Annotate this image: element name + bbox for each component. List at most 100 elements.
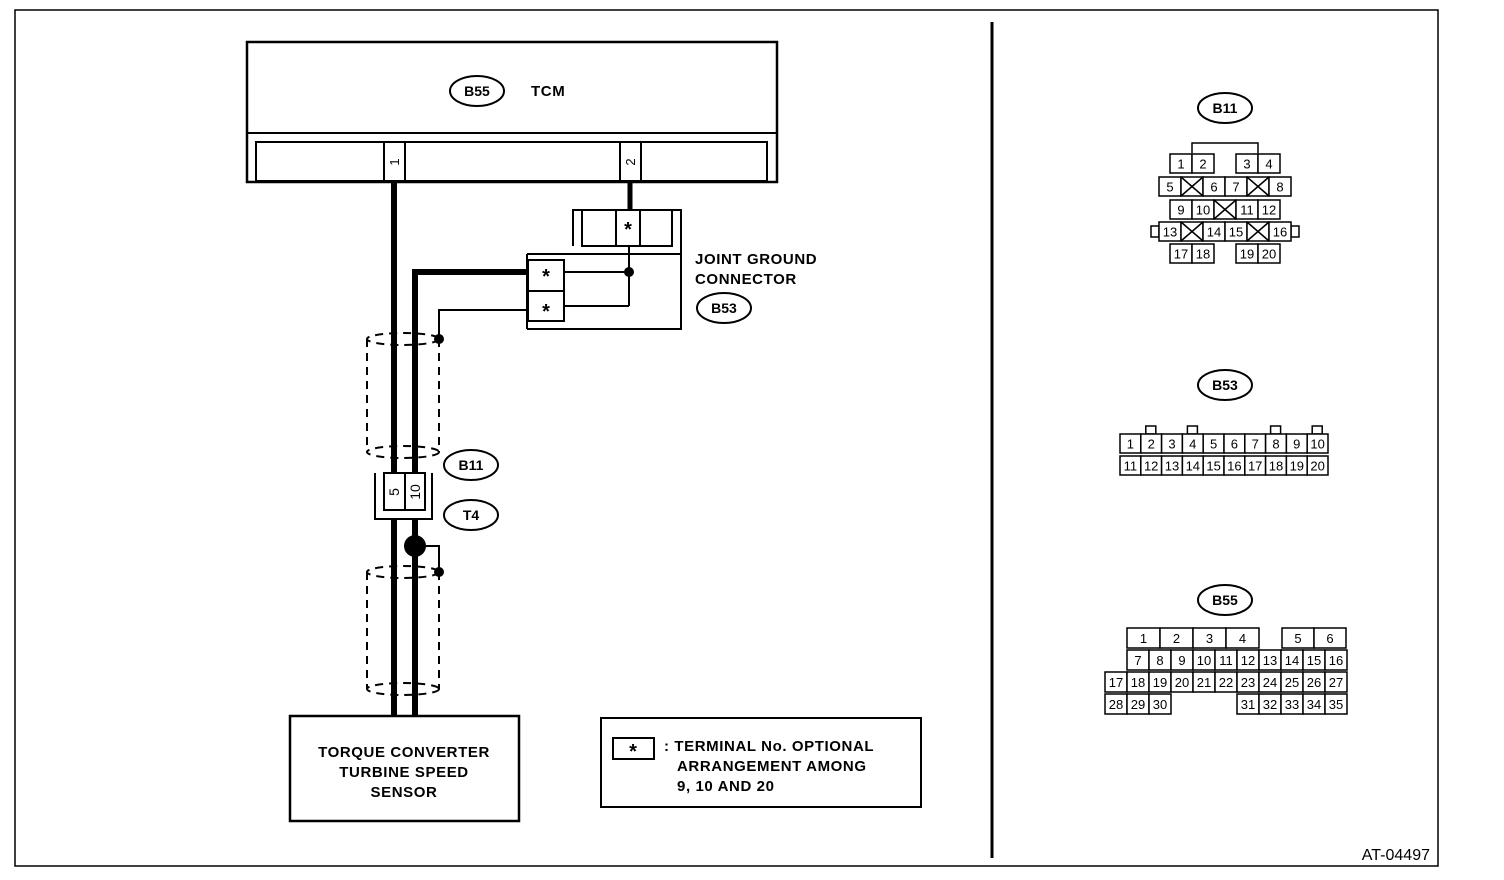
b53-pin-19: 19 [1290, 459, 1304, 474]
b53-view-badge-oval [1197, 369, 1253, 401]
b55-pin-26: 26 [1307, 675, 1321, 690]
b55-pin-20: 20 [1175, 675, 1189, 690]
b53-pin-4: 4 [1189, 437, 1196, 452]
tcm-label: TCM [531, 83, 565, 100]
shield-lower [366, 565, 440, 696]
b55-pin-8: 8 [1156, 653, 1163, 668]
b53-pin-10-cell [1306, 433, 1329, 454]
legend-star: * [629, 741, 637, 763]
b11-pin-7: 7 [1232, 180, 1239, 195]
joint-star-upper: * [542, 266, 550, 288]
sensor-block: TORQUE CONVERTER TURBINE SPEED SENSOR [288, 714, 521, 823]
b53-pin-15: 15 [1206, 459, 1220, 474]
b55-pin-16-cell [1324, 649, 1348, 671]
b55-pin-18: 18 [1131, 675, 1145, 690]
b11-pin-19: 19 [1240, 247, 1254, 262]
tcm-pin2: 2 [623, 158, 638, 165]
joint-star-top: * [624, 219, 632, 241]
joint-badge-oval [696, 292, 752, 324]
tcm-block: B55 TCM 1 2 [245, 40, 779, 184]
b11-inline-oval [443, 449, 499, 481]
b11-pin-4-cell [1257, 153, 1281, 174]
b53-pin-11: 11 [1124, 459, 1138, 474]
b55-pin-5: 5 [1294, 631, 1301, 646]
b55-pin-16: 16 [1329, 653, 1343, 668]
b11-view-badge: B11 [1213, 100, 1238, 116]
b55-pin-19: 19 [1153, 675, 1167, 690]
b55-pin-17: 17 [1109, 675, 1123, 690]
b53-pin-3: 3 [1168, 437, 1175, 452]
b53-pin-9: 9 [1293, 437, 1300, 452]
b11-pin-1: 1 [1177, 157, 1184, 172]
b55-pin-14: 14 [1285, 653, 1299, 668]
tcm-pin1: 1 [387, 158, 402, 165]
b53-pin-10: 10 [1310, 437, 1324, 452]
b11-pin-17: 17 [1174, 247, 1188, 262]
b11-pin-6: 6 [1210, 180, 1217, 195]
inline-connector: 5 10 B11 T4 [374, 449, 499, 531]
b55-pin-4-cell [1225, 627, 1260, 649]
b53-pin-12: 12 [1144, 459, 1158, 474]
b11-pin-14: 14 [1207, 225, 1221, 240]
b11-pin-2-cell [1191, 153, 1215, 174]
b55-pin-28: 28 [1109, 697, 1123, 712]
b55-pin-22: 22 [1219, 675, 1233, 690]
b55-pin-7: 7 [1134, 653, 1141, 668]
b55-pin-23: 23 [1241, 675, 1255, 690]
b53-pin-7: 7 [1252, 437, 1259, 452]
b11-pin-18: 18 [1196, 247, 1210, 262]
shield-upper [366, 332, 440, 459]
b53-pin-13: 13 [1165, 459, 1179, 474]
sensor-line1: TORQUE CONVERTER [318, 744, 490, 761]
b55-pin-9: 9 [1178, 653, 1185, 668]
b53-pin-16: 16 [1227, 459, 1241, 474]
joint-label-line2: CONNECTOR [695, 271, 797, 288]
b55-pin-29: 29 [1131, 697, 1145, 712]
joint-star-lower: * [542, 301, 550, 323]
b53-pin-20: 20 [1310, 459, 1324, 474]
b55-pin-21: 21 [1197, 675, 1211, 690]
b11-pin-5: 5 [1166, 180, 1173, 195]
b55-pin-1: 1 [1140, 631, 1147, 646]
b53-pin-5: 5 [1210, 437, 1217, 452]
b55-pin-6-cell [1313, 627, 1347, 649]
b11-pin-11: 11 [1240, 203, 1254, 218]
b55-pin-24: 24 [1263, 675, 1277, 690]
legend-line2: ARRANGEMENT AMONG [677, 758, 867, 775]
b53-pin-8: 8 [1272, 437, 1279, 452]
b11-pin-2: 2 [1199, 157, 1206, 172]
sensor-line2: TURBINE SPEED [339, 764, 469, 781]
b11-pin-9: 9 [1177, 203, 1184, 218]
b55-pin-32: 32 [1263, 697, 1277, 712]
b53-pin-20-cell [1306, 455, 1329, 476]
b55-pin-4: 4 [1239, 631, 1246, 646]
b53-pin-17: 17 [1248, 459, 1262, 474]
b11-view-badge-oval [1197, 92, 1253, 124]
b11-pin-10: 10 [1196, 203, 1210, 218]
b11-pin-12-cell [1257, 199, 1281, 220]
b55-pin-27: 27 [1329, 675, 1343, 690]
b55-view-badge-oval [1197, 584, 1253, 616]
b11-pin-20-cell [1257, 243, 1281, 264]
legend-box: * : TERMINAL No. OPTIONAL ARRANGEMENT AM… [600, 717, 922, 808]
b55-pin-33: 33 [1285, 697, 1299, 712]
t4-oval [443, 499, 499, 531]
b53-pin-2: 2 [1148, 437, 1155, 452]
joint-badge: B53 [711, 300, 737, 316]
b53-pin-6: 6 [1231, 437, 1238, 452]
b11-pin-16: 16 [1273, 225, 1287, 240]
b53-view-badge: B53 [1212, 377, 1238, 393]
figure-id: AT-04497 [1362, 847, 1430, 864]
b55-pin-35: 35 [1329, 697, 1343, 712]
b11-pin-16-cell [1268, 221, 1292, 242]
b55-pin-3: 3 [1206, 631, 1213, 646]
tcm-badge: B55 [464, 83, 490, 99]
b53-pin-18: 18 [1269, 459, 1283, 474]
b55-pin-35-cell [1324, 693, 1348, 715]
b11-inline-badge: B11 [459, 457, 484, 473]
b55-pin-31: 31 [1241, 697, 1255, 712]
sensor-line3: SENSOR [371, 784, 438, 801]
b11-pin-18-cell [1191, 243, 1215, 264]
